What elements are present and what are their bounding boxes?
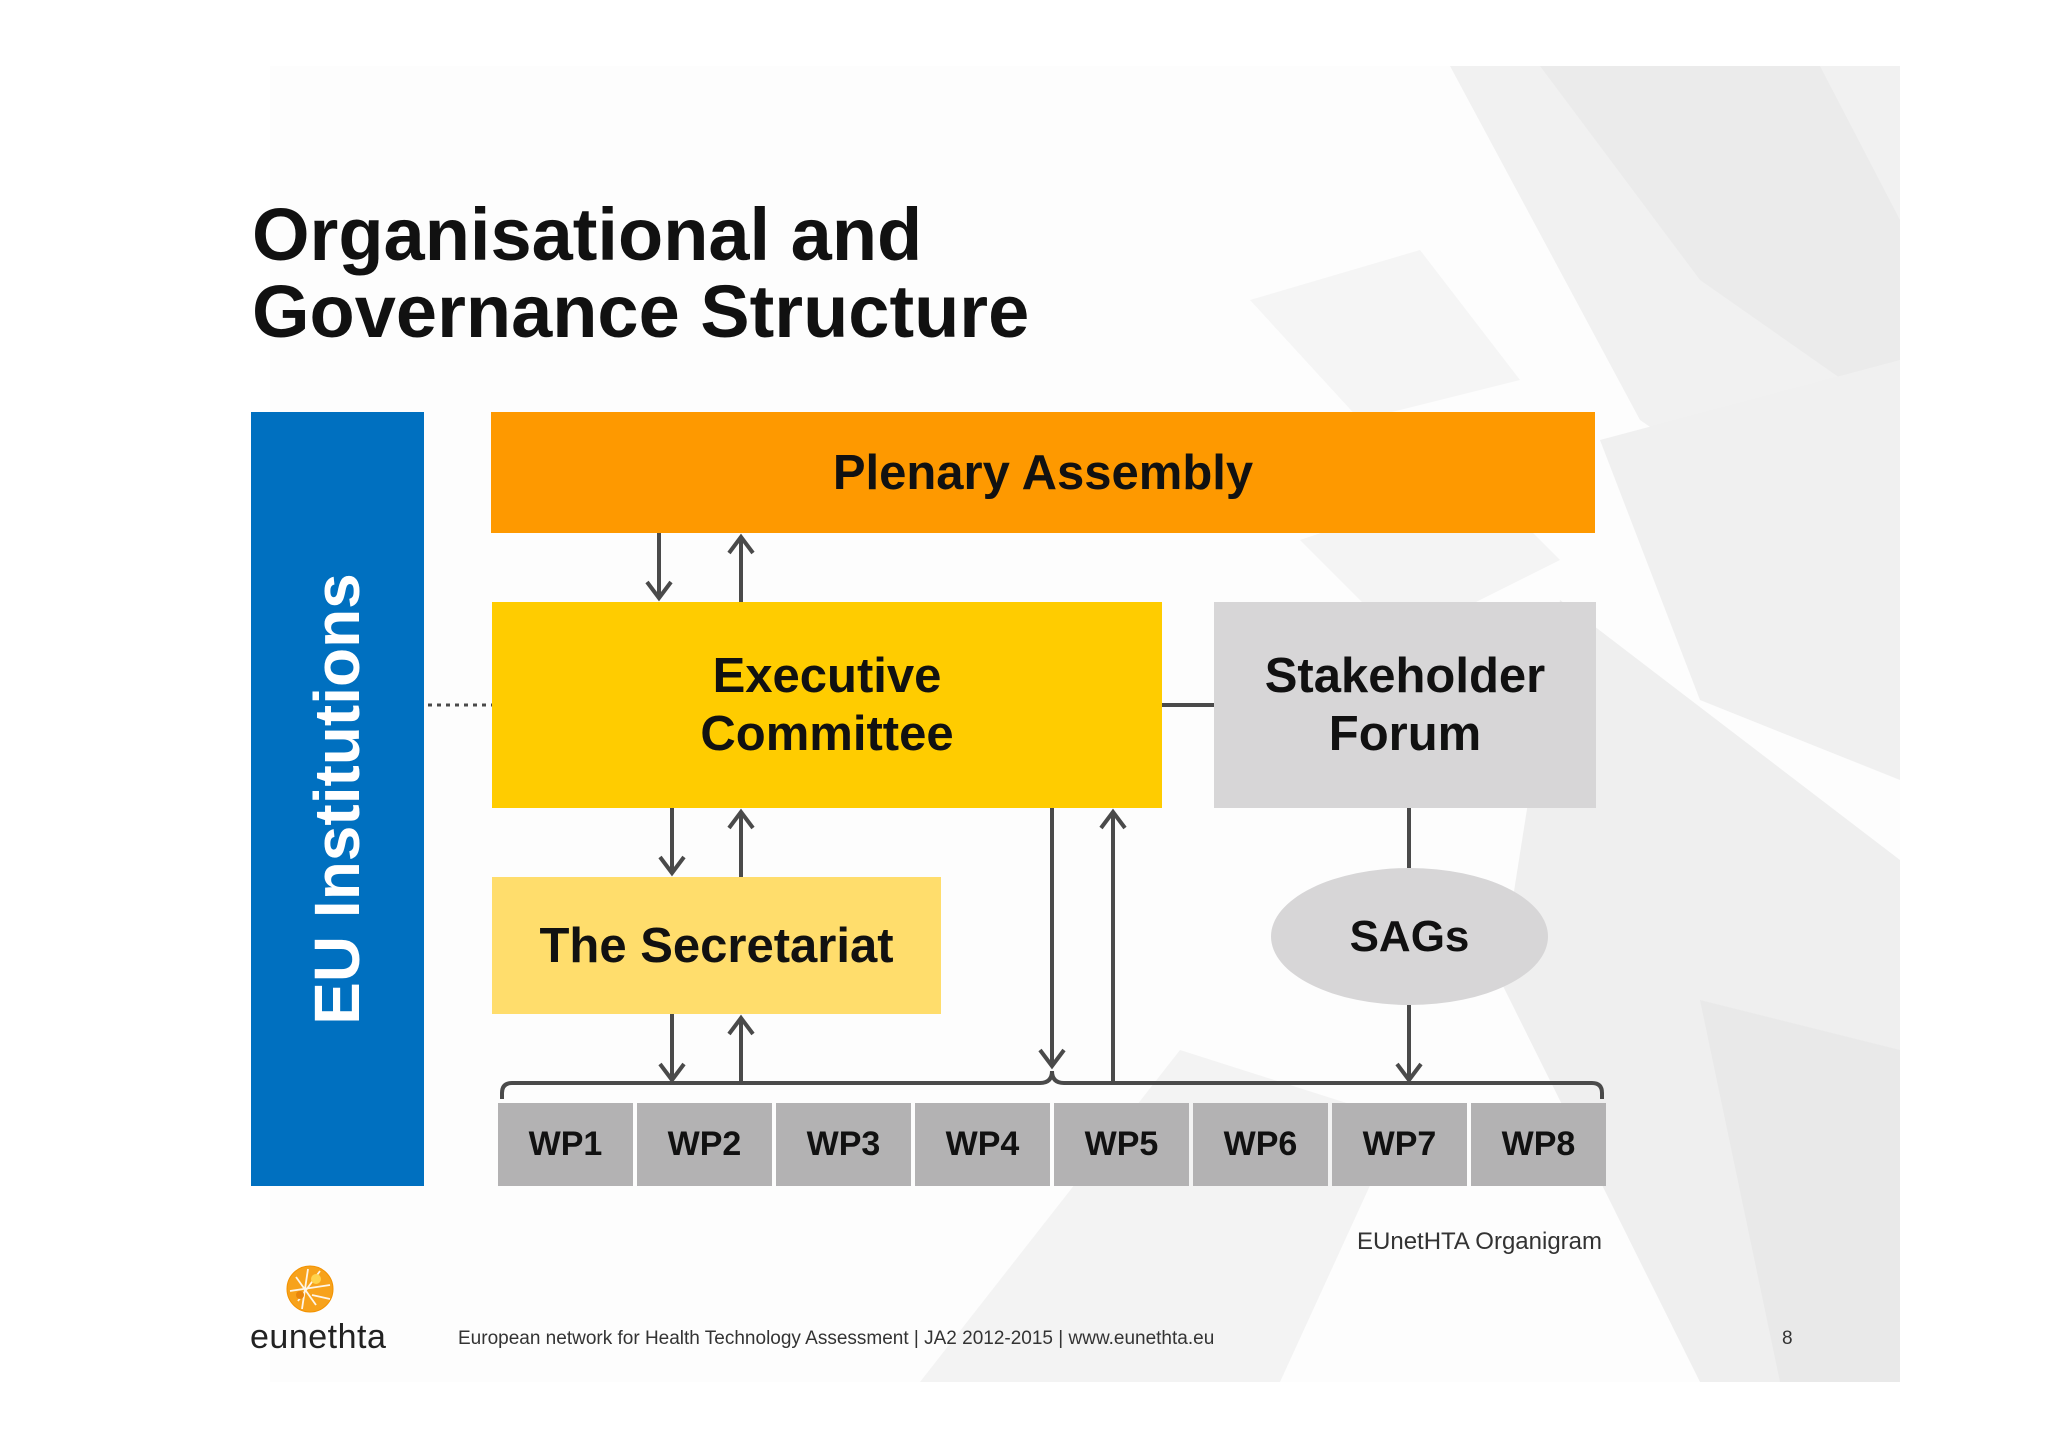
title-line-1: Organisational and — [252, 193, 923, 276]
stakeholder-forum-label-line1: Stakeholder — [1264, 649, 1546, 703]
secretariat-label: The Secretariat — [539, 918, 894, 973]
diagram-caption: EUnetHTA Organigram — [1357, 1228, 1602, 1255]
work-package-4: WP4 — [915, 1103, 1050, 1186]
sags-label: SAGs — [1349, 911, 1470, 961]
work-package-1: WP1 — [498, 1103, 633, 1186]
sags-ellipse: SAGs — [1271, 868, 1548, 1005]
eu-institutions-bar — [251, 412, 424, 1186]
work-package-row: WP1 WP2 WP3 WP4 WP5 WP6 WP7 WP8 — [498, 1103, 1606, 1186]
work-package-3: WP3 — [776, 1103, 911, 1186]
work-package-2: WP2 — [637, 1103, 772, 1186]
stakeholder-forum-box: Stakeholder Forum — [1214, 602, 1596, 808]
work-package-8: WP8 — [1471, 1103, 1606, 1186]
secretariat-box: The Secretariat — [492, 877, 941, 1014]
title-line-2: Governance Structure — [252, 270, 1030, 353]
plenary-assembly-label: Plenary Assembly — [832, 445, 1254, 500]
eunethta-logo-text: eunethta — [250, 1318, 387, 1356]
executive-committee-box: Executive Committee — [492, 602, 1162, 808]
stakeholder-forum-label-line2: Forum — [1328, 707, 1482, 761]
plenary-assembly-box: Plenary Assembly — [491, 412, 1595, 533]
footer-text: European network for Health Technology A… — [458, 1328, 1215, 1349]
work-package-6: WP6 — [1193, 1103, 1328, 1186]
work-package-7: WP7 — [1332, 1103, 1467, 1186]
page-number: 8 — [1782, 1328, 1793, 1349]
eunethta-logo-icon — [286, 1265, 334, 1313]
executive-committee-label-line1: Executive — [712, 649, 942, 703]
work-package-5: WP5 — [1054, 1103, 1189, 1186]
executive-committee-label-line2: Committee — [700, 707, 954, 761]
slide-title: Organisational and Governance Structure — [252, 196, 1029, 350]
